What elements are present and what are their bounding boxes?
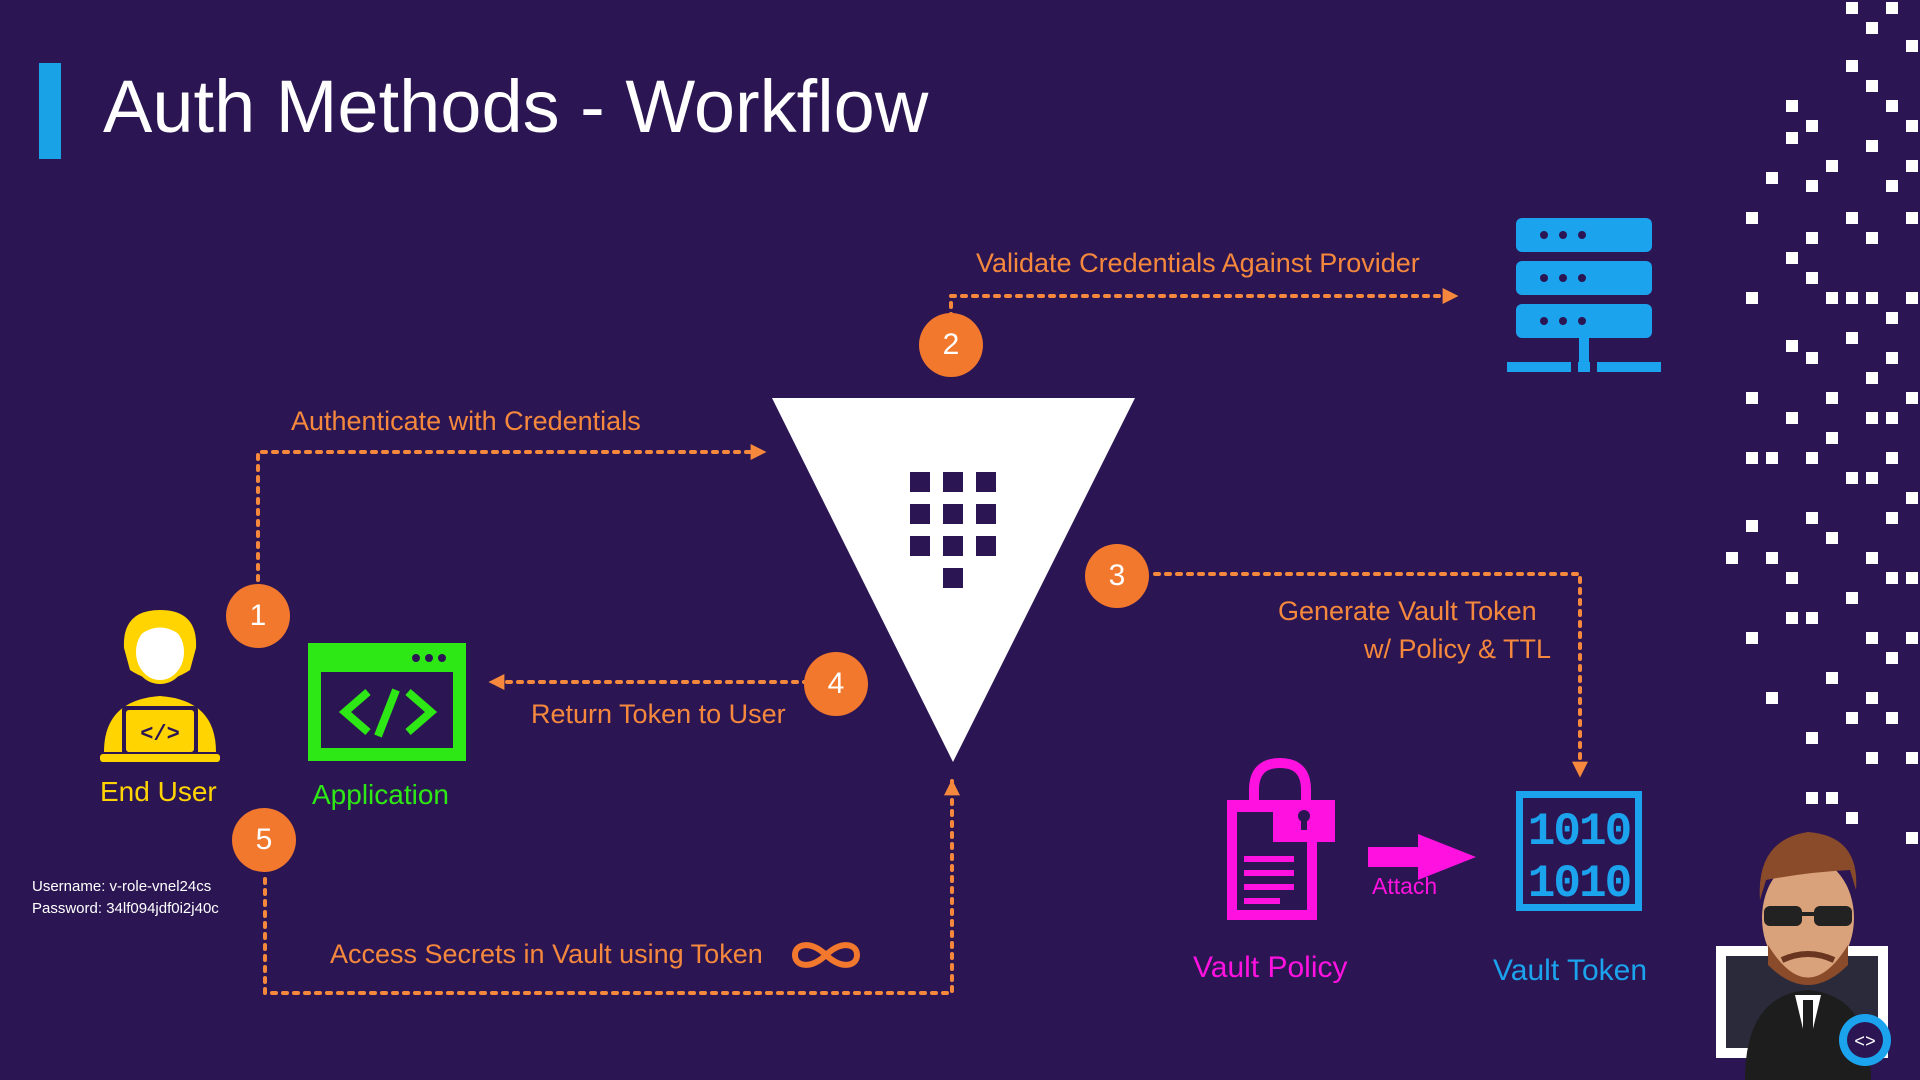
- label-authenticate: Authenticate with Credentials: [291, 406, 641, 436]
- infinity-icon: [791, 942, 861, 968]
- svg-text:1010: 1010: [1528, 806, 1630, 858]
- title-accent-bar: [39, 63, 61, 159]
- step-2-badge: 2: [919, 313, 983, 377]
- svg-text:<>: <>: [1854, 1033, 1876, 1053]
- svg-text:</>: </>: [140, 722, 180, 747]
- slide-title: Auth Methods - Workflow: [103, 65, 929, 148]
- code-window-icon: [308, 643, 466, 761]
- label-generate-line1: Generate Vault Token: [1278, 596, 1537, 626]
- vault-triangle-icon: [772, 398, 1135, 762]
- step-3-badge: 3: [1085, 544, 1149, 608]
- server-icon: [1507, 218, 1661, 372]
- credential-password: Password: 34lf094jdf0i2j40c: [32, 900, 219, 917]
- svg-text:1010: 1010: [1528, 858, 1630, 910]
- caption-application: Application: [312, 779, 449, 810]
- developer-icon: </>: [100, 610, 220, 762]
- arrow-validate: [949, 288, 1459, 320]
- label-validate: Validate Credentials Against Provider: [976, 248, 1420, 278]
- arrow-authenticate: [256, 444, 767, 582]
- label-attach: Attach: [1372, 873, 1438, 899]
- caption-end-user: End User: [100, 776, 217, 807]
- attach-arrow: [1368, 834, 1476, 880]
- caption-vault-token: Vault Token: [1493, 954, 1647, 987]
- label-return-token: Return Token to User: [531, 699, 786, 729]
- step-1-badge: 1: [226, 584, 290, 648]
- step-5-badge: 5: [232, 808, 296, 872]
- locked-document-icon: [1227, 757, 1335, 920]
- decorative-pixel-pattern: [1726, 2, 1918, 844]
- step-4-badge: 4: [804, 652, 868, 716]
- label-generate-line2: w/ Policy & TTL: [1364, 634, 1552, 664]
- binary-icon: 1010 1010: [1516, 791, 1642, 911]
- presenter-avatar: <>: [1716, 832, 1891, 1080]
- arrow-access-secrets: [263, 779, 960, 995]
- credential-username: Username: v-role-vnel24cs: [32, 878, 212, 895]
- arrow-generate-token: [1153, 572, 1588, 778]
- caption-vault-policy: Vault Policy: [1193, 951, 1348, 984]
- label-access-secrets: Access Secrets in Vault using Token: [330, 939, 763, 969]
